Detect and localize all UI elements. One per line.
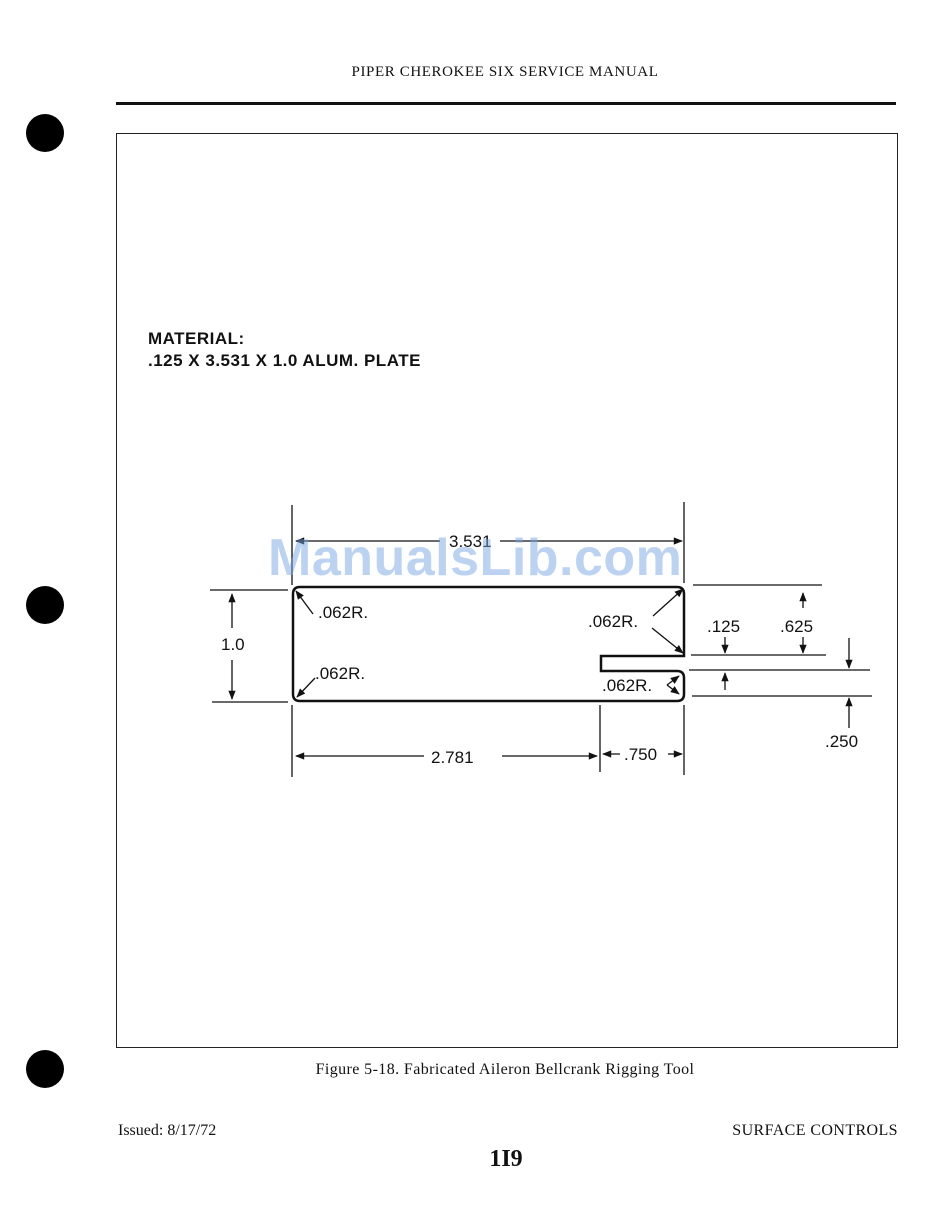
dim-radius-top-right: .062R. <box>588 612 638 631</box>
dim-radius-top-left: .062R. <box>318 603 368 622</box>
dim-slot-width: .125 <box>707 617 740 636</box>
footer-issued-date: Issued: 8/17/72 <box>118 1122 216 1140</box>
watermark: ManualsLib.com <box>268 528 682 588</box>
dim-base-length: 2.781 <box>431 748 474 767</box>
dim-slot-length: .750 <box>624 745 657 764</box>
dim-radius-bottom-left: .062R. <box>315 664 365 683</box>
page-number: 1I9 <box>0 1146 950 1173</box>
footer-section: SURFACE CONTROLS <box>732 1122 898 1140</box>
dim-height: 1.0 <box>221 635 245 654</box>
figure-caption: Figure 5-18. Fabricated Aileron Bellcran… <box>0 1061 950 1079</box>
dim-slot-depth: .625 <box>780 617 813 636</box>
dim-radius-slot: .062R. <box>602 676 652 695</box>
dim-slot-offset: .250 <box>825 732 858 751</box>
